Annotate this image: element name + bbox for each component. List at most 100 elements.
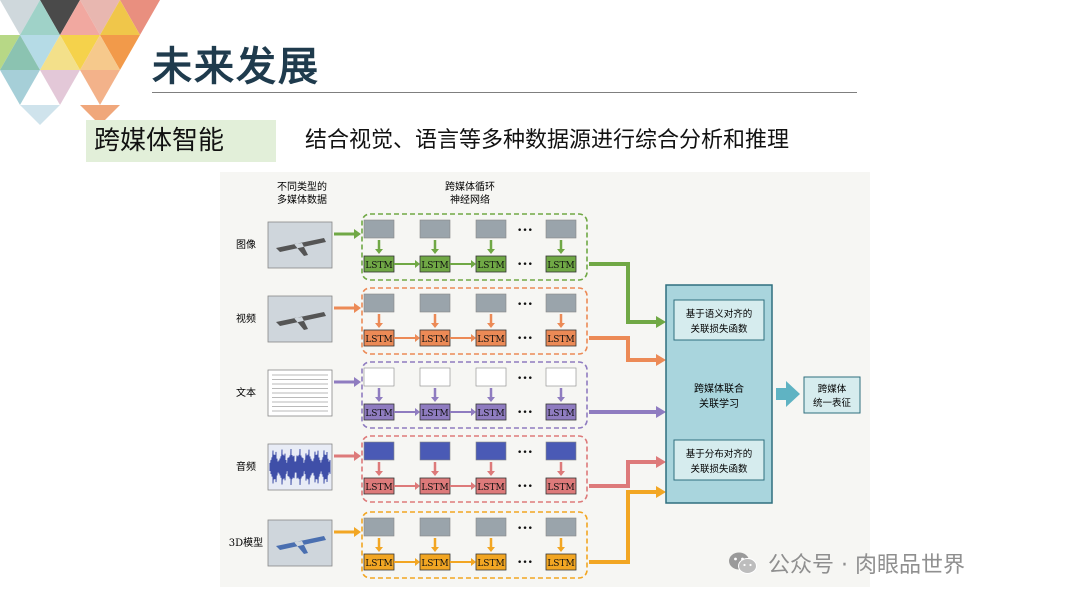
- lstm-label: LSTM: [421, 335, 448, 345]
- ellipsis: •••: [517, 558, 533, 568]
- modality-label: 视频: [236, 312, 256, 325]
- frame-thumbnail: [545, 293, 577, 313]
- frame-thumbnail: [419, 441, 451, 461]
- header-rnn-line1: 跨媒体循环: [445, 180, 495, 193]
- lstm-label: LSTM: [421, 483, 448, 493]
- lstm-label: LSTM: [547, 483, 574, 493]
- lstm-label: LSTM: [477, 559, 504, 569]
- lstm-link-head: [471, 260, 476, 268]
- frame-thumbnail: [475, 293, 507, 313]
- down-arrowhead: [487, 471, 495, 476]
- output-arrow: [776, 381, 800, 407]
- ellipsis: •••: [517, 408, 533, 418]
- lstm-link-head: [471, 558, 476, 566]
- section-tag: 跨媒体智能: [86, 120, 276, 162]
- lstm-link-head: [471, 408, 476, 416]
- input-arrowhead: [354, 377, 361, 387]
- rnn-frame: [361, 435, 588, 503]
- frame-thumbnail: [363, 441, 395, 461]
- semantic-loss-box: [673, 299, 765, 341]
- output-connector: [589, 490, 658, 564]
- frame-thumbnail: [363, 219, 395, 239]
- output-connector-head: [656, 354, 666, 366]
- down-arrowhead: [431, 323, 439, 328]
- lstm-link-head: [471, 482, 476, 490]
- distribution-loss-line2: 关联损失函数: [690, 463, 748, 475]
- lstm-label: LSTM: [477, 261, 504, 271]
- input-arrowhead: [354, 527, 361, 537]
- lstm-label: LSTM: [421, 261, 448, 271]
- lstm-box: [475, 553, 507, 571]
- ellipsis: •••: [517, 334, 533, 344]
- down-arrowhead: [375, 249, 383, 254]
- frame-thumbnail: [475, 441, 507, 461]
- down-arrowhead: [375, 323, 383, 328]
- output-connector-head: [656, 486, 666, 498]
- watermark-text: 公众号 · 肉眼品世界: [768, 553, 965, 578]
- joint-learning-line1: 跨媒体联合: [694, 382, 744, 395]
- ellipsis: •••: [517, 374, 533, 384]
- source-thumbnail: [267, 295, 333, 343]
- output-connector-head: [656, 456, 666, 468]
- input-arrowhead: [354, 303, 361, 313]
- output-connector: [589, 460, 658, 488]
- frame-thumbnail: [363, 367, 395, 387]
- unified-representation-line2: 统一表征: [813, 397, 852, 409]
- slide-title: 未来发展: [152, 44, 320, 90]
- rnn-frame: [361, 511, 588, 579]
- plane-shape: [276, 536, 326, 554]
- joint-learning-line2: 关联学习: [699, 397, 739, 410]
- lstm-label: LSTM: [365, 335, 392, 345]
- down-arrowhead: [431, 471, 439, 476]
- watermark: 公众号 · 肉眼品世界: [728, 547, 965, 579]
- down-arrowhead: [557, 397, 565, 402]
- lstm-label: LSTM: [365, 483, 392, 493]
- wechat-icon: [729, 552, 757, 574]
- header-rnn-line2: 神经网络: [450, 193, 490, 206]
- ellipsis: •••: [517, 482, 533, 492]
- down-arrowhead: [431, 397, 439, 402]
- input-arrowhead: [354, 229, 361, 239]
- lstm-label: LSTM: [547, 335, 574, 345]
- frame-thumbnail: [545, 367, 577, 387]
- lstm-label: LSTM: [547, 559, 574, 569]
- plane-shape: [276, 312, 326, 330]
- input-arrowhead: [354, 451, 361, 461]
- ellipsis: •••: [517, 448, 533, 458]
- lstm-label: LSTM: [365, 409, 392, 419]
- output-connector-head: [656, 406, 666, 418]
- down-arrowhead: [375, 547, 383, 552]
- down-arrowhead: [431, 249, 439, 254]
- down-arrowhead: [431, 547, 439, 552]
- lstm-label: LSTM: [477, 483, 504, 493]
- lstm-box: [475, 403, 507, 421]
- ellipsis: •••: [517, 524, 533, 534]
- lstm-label: LSTM: [421, 559, 448, 569]
- lstm-box: [545, 553, 577, 571]
- source-thumbnail: [267, 221, 333, 269]
- lstm-label: LSTM: [421, 409, 448, 419]
- lstm-link-head: [471, 334, 476, 342]
- source-thumbnail: [267, 519, 333, 567]
- down-arrowhead: [375, 397, 383, 402]
- down-arrowhead: [487, 547, 495, 552]
- distribution-loss-box: [673, 439, 765, 481]
- modality-label: 文本: [236, 386, 256, 399]
- section-description: 结合视觉、语言等多种数据源进行综合分析和推理: [305, 128, 790, 153]
- frame-thumbnail: [475, 517, 507, 537]
- frame-thumbnail: [419, 367, 451, 387]
- lstm-box: [545, 403, 577, 421]
- lstm-label: LSTM: [365, 559, 392, 569]
- frame-thumbnail: [419, 293, 451, 313]
- lstm-link-head: [415, 260, 420, 268]
- down-arrowhead: [557, 471, 565, 476]
- audio-waveform: [269, 449, 331, 485]
- frame-thumbnail: [419, 219, 451, 239]
- output-connector: [589, 336, 658, 362]
- lstm-label: LSTM: [477, 335, 504, 345]
- down-arrowhead: [487, 397, 495, 402]
